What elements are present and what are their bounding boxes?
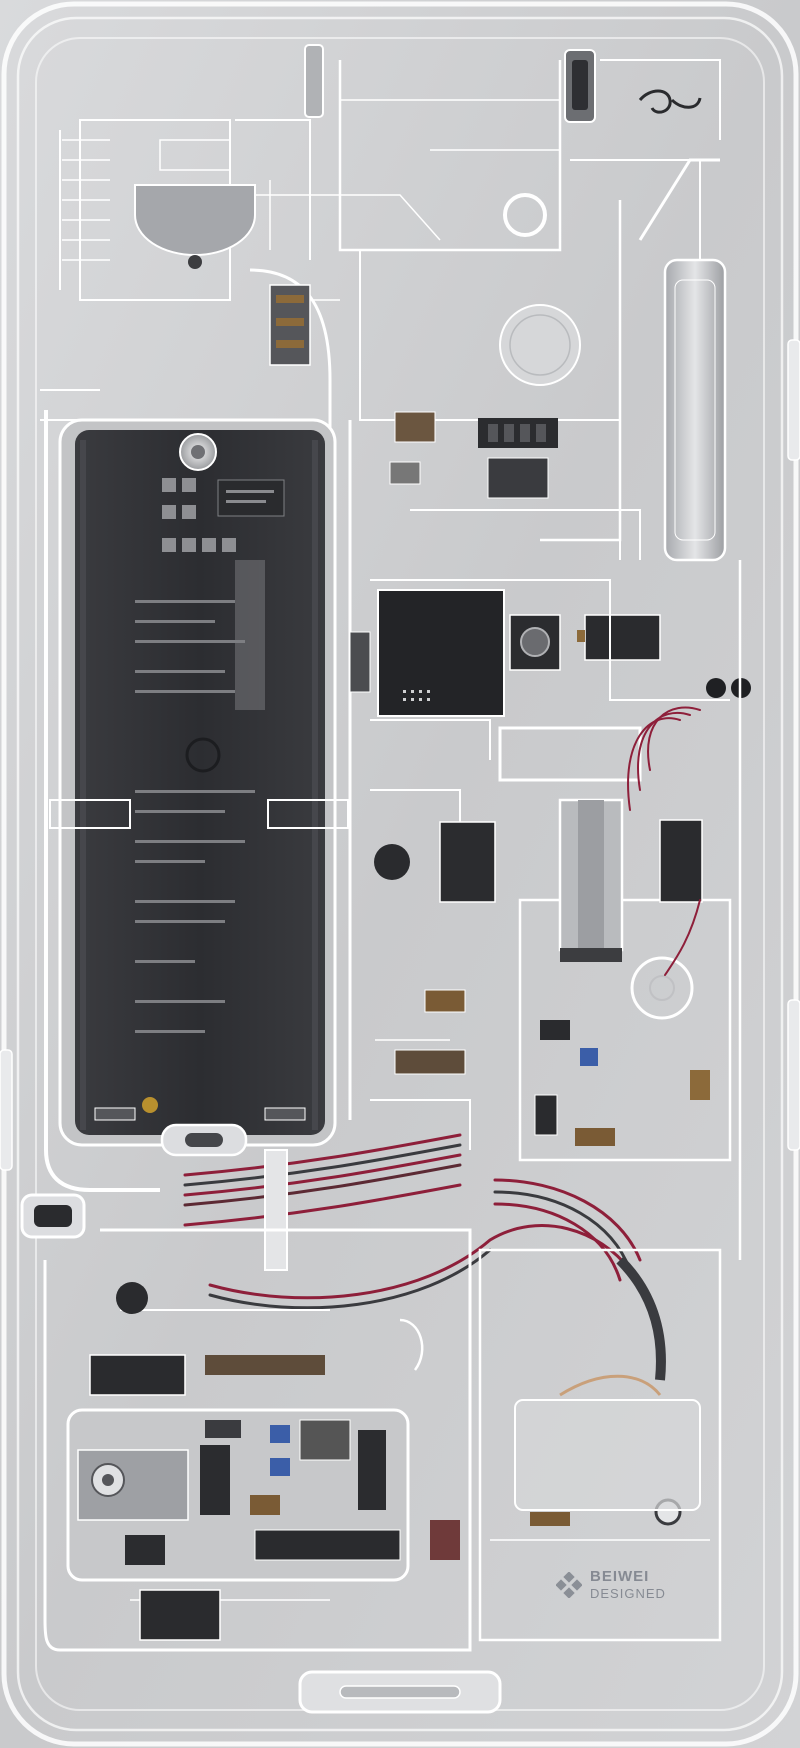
camera-lens-icon — [564, 49, 596, 123]
antenna-panel — [514, 1374, 701, 1511]
ribbon-cables — [183, 706, 701, 1310]
top-components — [269, 284, 558, 499]
cable-clamp — [264, 1149, 288, 1271]
watermark: BEIWEI DESIGNED — [552, 1566, 702, 1606]
vibration-motor-icon — [638, 158, 727, 562]
main-processor-chip — [349, 589, 505, 717]
sim-tray-icon — [20, 1193, 86, 1239]
mid-components — [374, 821, 710, 1146]
sub-board — [66, 1408, 410, 1582]
dark-cable — [616, 1256, 666, 1381]
coin-cell — [499, 304, 581, 386]
battery-frame-traces — [44, 410, 352, 1192]
earpiece-module — [134, 139, 256, 269]
brand-mark-icon — [556, 1572, 582, 1598]
flex-connector — [558, 798, 703, 962]
side-buttons — [0, 339, 800, 1171]
watermark-line-1: BEIWEI — [590, 1568, 650, 1585]
battery-pack — [49, 418, 349, 1157]
top-bracket — [304, 44, 547, 237]
bottom-port — [298, 1670, 502, 1714]
watermark-line-2: DESIGNED — [590, 1586, 666, 1601]
swirl-logo-icon — [638, 89, 702, 114]
